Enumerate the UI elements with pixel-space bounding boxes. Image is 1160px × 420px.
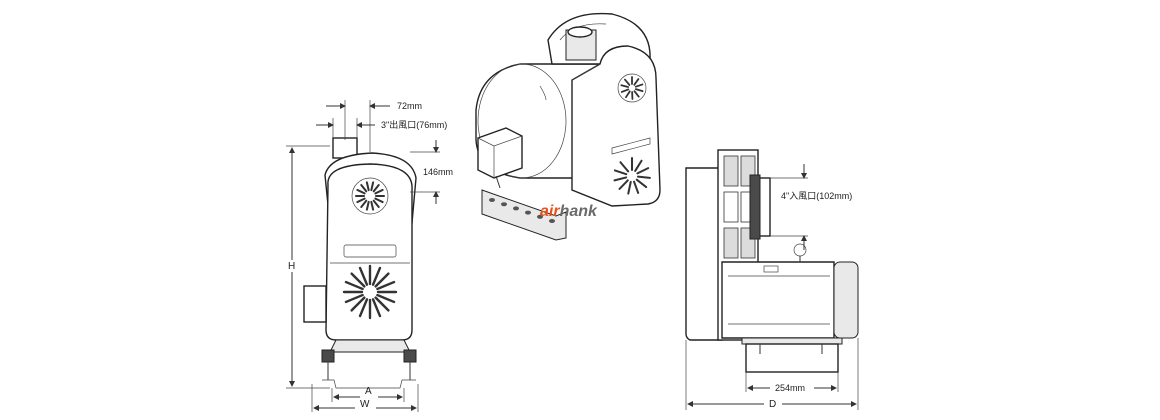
vent-slot <box>633 78 640 86</box>
dim-inlet-label: 4"入風口(102mm) <box>781 191 852 201</box>
dim-outlet-offset-label: 72mm <box>397 101 422 111</box>
rail-hole <box>489 198 495 202</box>
rail-hole <box>525 210 531 215</box>
vent-slot <box>625 90 631 99</box>
rail-hole <box>501 202 507 207</box>
rail-hole <box>549 219 555 223</box>
lower-vent-slots <box>342 264 398 320</box>
rail-hole <box>513 206 519 211</box>
vent-slot <box>360 199 368 208</box>
vent-slot <box>350 296 366 312</box>
iso-rail-holes <box>489 198 555 223</box>
base-plate <box>329 339 411 353</box>
motor-end-cap <box>833 261 859 339</box>
vent-slot <box>372 199 380 208</box>
vent-slot <box>627 180 632 195</box>
vent-slot <box>636 175 651 179</box>
side-fin <box>723 191 739 223</box>
dim-outlet-height-label: 146mm <box>423 167 453 177</box>
vent-slot <box>365 200 370 211</box>
vent-slot <box>371 298 382 318</box>
left-foot <box>321 349 335 363</box>
side-base-plate <box>741 337 843 345</box>
vent-slot <box>372 184 380 193</box>
rail-hole <box>537 214 543 219</box>
iso-top-vent <box>617 73 647 103</box>
vent-slot <box>370 200 375 211</box>
top-vent-slots <box>355 181 385 211</box>
vent-slot <box>613 176 628 182</box>
front-label-plate <box>343 244 397 258</box>
vent-slot <box>613 169 628 176</box>
vent-slot <box>624 78 631 86</box>
side-motor <box>721 261 835 339</box>
vent-slot <box>371 266 382 286</box>
vent-slot <box>619 161 630 173</box>
dim-outlet-label: 3"出風口(76mm) <box>381 119 447 130</box>
dim-depth-label: D <box>769 399 776 410</box>
side-housing <box>685 167 723 341</box>
front-view: 72mm 3"出風口(76mm) 146mm H A W <box>286 100 453 412</box>
vent-slot <box>634 159 643 172</box>
top-vent <box>351 177 389 215</box>
vent-slot <box>376 293 396 304</box>
vent-slot <box>618 179 629 190</box>
inlet-flange <box>749 174 761 240</box>
vent-slot <box>344 293 364 304</box>
dim-height-label: H <box>288 261 295 272</box>
vent-slot <box>356 197 366 204</box>
front-body <box>325 163 413 341</box>
iso-top-vent-slots <box>620 76 644 100</box>
right-foot <box>403 349 417 363</box>
watermark-logo: airhank <box>540 203 598 220</box>
vent-slot <box>365 181 370 192</box>
side-view: 4"入風口(102mm) 254mm D <box>685 149 859 410</box>
vent-slot <box>633 180 640 194</box>
vent-slot <box>374 197 384 204</box>
side-fin <box>723 155 739 187</box>
vent-slot <box>344 280 364 291</box>
iso-terminal-box <box>477 127 523 179</box>
side-terminal-box <box>303 285 327 323</box>
vent-slot <box>350 272 366 288</box>
vent-slot <box>635 178 648 189</box>
vent-slot <box>370 181 375 192</box>
vent-slot <box>620 84 630 88</box>
vent-slot <box>356 188 366 195</box>
dim-base-label: 254mm <box>775 383 805 393</box>
isometric-view: airhank <box>475 12 661 241</box>
dim-a-label: A <box>365 386 372 397</box>
vent-slot <box>633 90 640 98</box>
vent-slot <box>374 272 390 288</box>
vent-slot <box>358 266 369 286</box>
vent-slot <box>360 184 368 193</box>
side-fin <box>723 227 739 259</box>
vent-slot <box>374 188 384 195</box>
side-base-frame <box>745 343 839 373</box>
iso-label-plate <box>611 137 651 155</box>
vent-slot <box>374 296 390 312</box>
vent-slot <box>376 280 396 291</box>
vent-slot <box>358 298 369 318</box>
dim-w-label: W <box>360 399 370 410</box>
vent-slot <box>634 83 644 88</box>
vent-slot <box>620 88 630 93</box>
vent-slot <box>636 167 650 175</box>
iso-lower-vent-slots <box>613 157 651 195</box>
vent-slot <box>634 88 644 93</box>
